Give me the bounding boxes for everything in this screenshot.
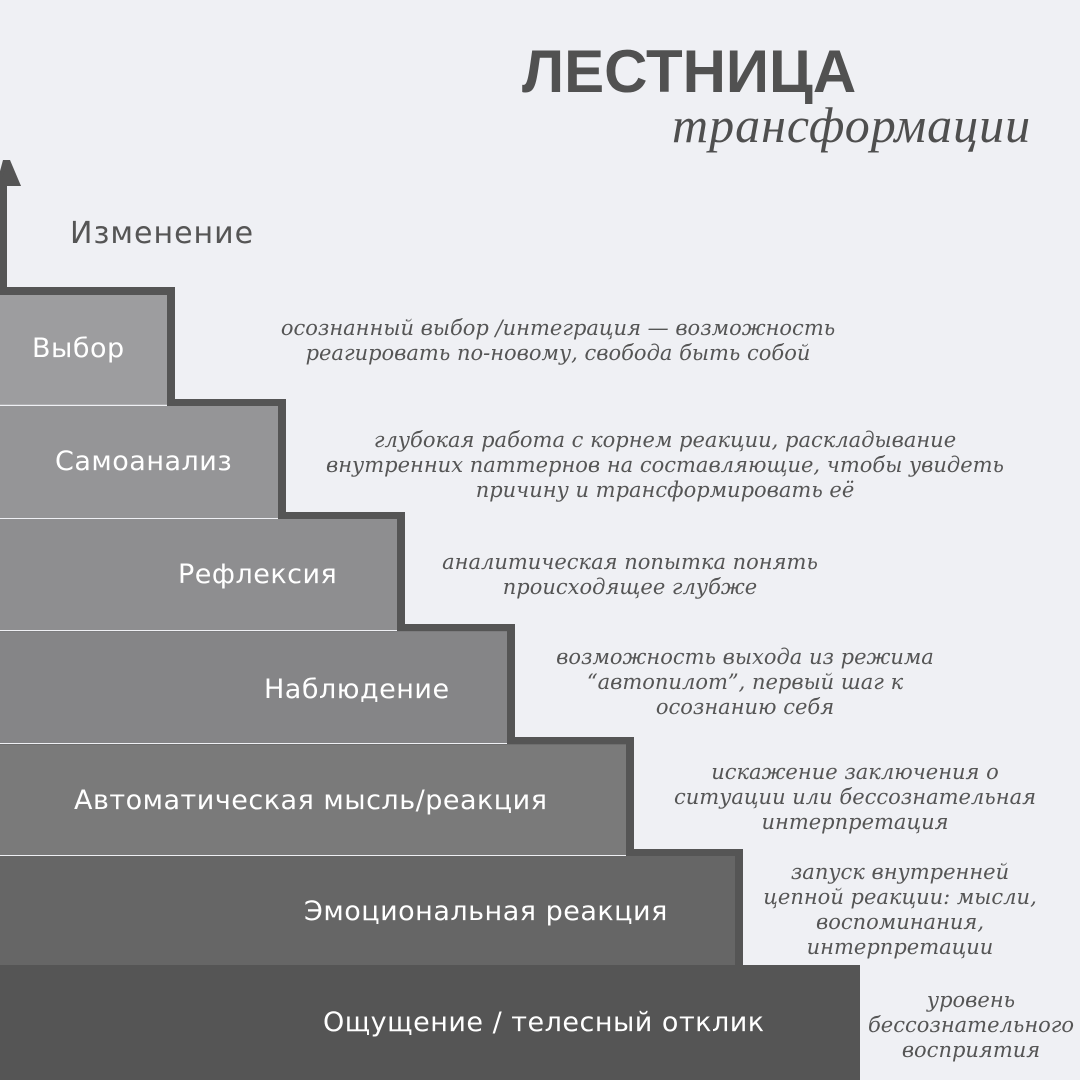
description-line: внутренних паттернов на составляющие, чт… xyxy=(325,453,1004,477)
step-description-refleksiya: аналитическая попытка понять происходяще… xyxy=(420,550,840,600)
description-line: происходящее глубже xyxy=(502,575,758,599)
step-oshchushchenie: Ощущение / телесный отклик xyxy=(0,965,860,1080)
description-line: глубокая работа с корнем реакции, раскла… xyxy=(373,428,957,452)
step-label: Выбор xyxy=(32,333,125,364)
step-vybor: Выбор xyxy=(0,295,167,405)
step-avtomaticheskaya: Автоматическая мысль/реакция xyxy=(0,744,626,855)
description-line: искажение заключения о xyxy=(711,760,999,784)
staircase-line xyxy=(0,180,743,965)
description-line: воспоминания, xyxy=(815,910,985,934)
step-label: Эмоциональная реакция xyxy=(304,896,668,927)
step-nablyudenie: Наблюдение xyxy=(0,631,507,743)
title-main: ЛЕСТНИЦА xyxy=(522,38,857,105)
description-line: осознанию себя xyxy=(655,695,835,719)
top-label-change: Изменение xyxy=(70,216,255,251)
step-description-emotsionalnaya: запуск внутренней цепной реакции: мысли,… xyxy=(760,860,1040,960)
step-description-avtomaticheskaya: искажение заключения о ситуации или бесс… xyxy=(660,760,1050,835)
description-line: восприятия xyxy=(901,1038,1041,1062)
description-line: ситуации или бессознательная xyxy=(674,785,1036,809)
description-line: аналитическая попытка понять xyxy=(442,550,818,574)
step-description-nablyudenie: возможность выхода из режима “автопилот”… xyxy=(545,645,945,720)
description-line: интерпретация xyxy=(761,810,949,834)
step-label: Автоматическая мысль/реакция xyxy=(74,785,548,816)
description-line: интерпретации xyxy=(806,935,994,959)
step-samoanaliz: Самоанализ xyxy=(0,406,278,518)
description-line: осознанный выбор /интеграция — возможнос… xyxy=(280,316,836,340)
step-label: Самоанализ xyxy=(55,446,233,477)
description-line: возможность выхода из режима xyxy=(556,645,934,669)
step-description-oshchushchenie: уровень бессознательного восприятия xyxy=(862,988,1080,1063)
description-line: реагировать по-новому, свобода быть собо… xyxy=(305,341,811,365)
step-description-vybor: осознанный выбор /интеграция — возможнос… xyxy=(258,316,858,366)
step-emotsionalnaya: Эмоциональная реакция xyxy=(0,856,735,965)
title-subtitle: трансформации xyxy=(672,97,1032,153)
step-label: Наблюдение xyxy=(264,674,450,705)
step-label: Ощущение / телесный отклик xyxy=(323,1007,765,1038)
step-refleksiya: Рефлексия xyxy=(0,519,397,630)
description-line: бессознательного xyxy=(867,1013,1075,1037)
description-line: причину и трансформировать её xyxy=(475,478,855,502)
step-label: Рефлексия xyxy=(178,559,338,590)
description-line: запуск внутренней xyxy=(790,860,1010,884)
description-line: “автопилот”, первый шаг к xyxy=(586,670,904,694)
step-description-samoanaliz: глубокая работа с корнем реакции, раскла… xyxy=(305,428,1025,503)
description-line: цепной реакции: мысли, xyxy=(763,885,1037,909)
arrow-head-icon xyxy=(0,164,21,186)
description-line: уровень xyxy=(926,988,1016,1012)
